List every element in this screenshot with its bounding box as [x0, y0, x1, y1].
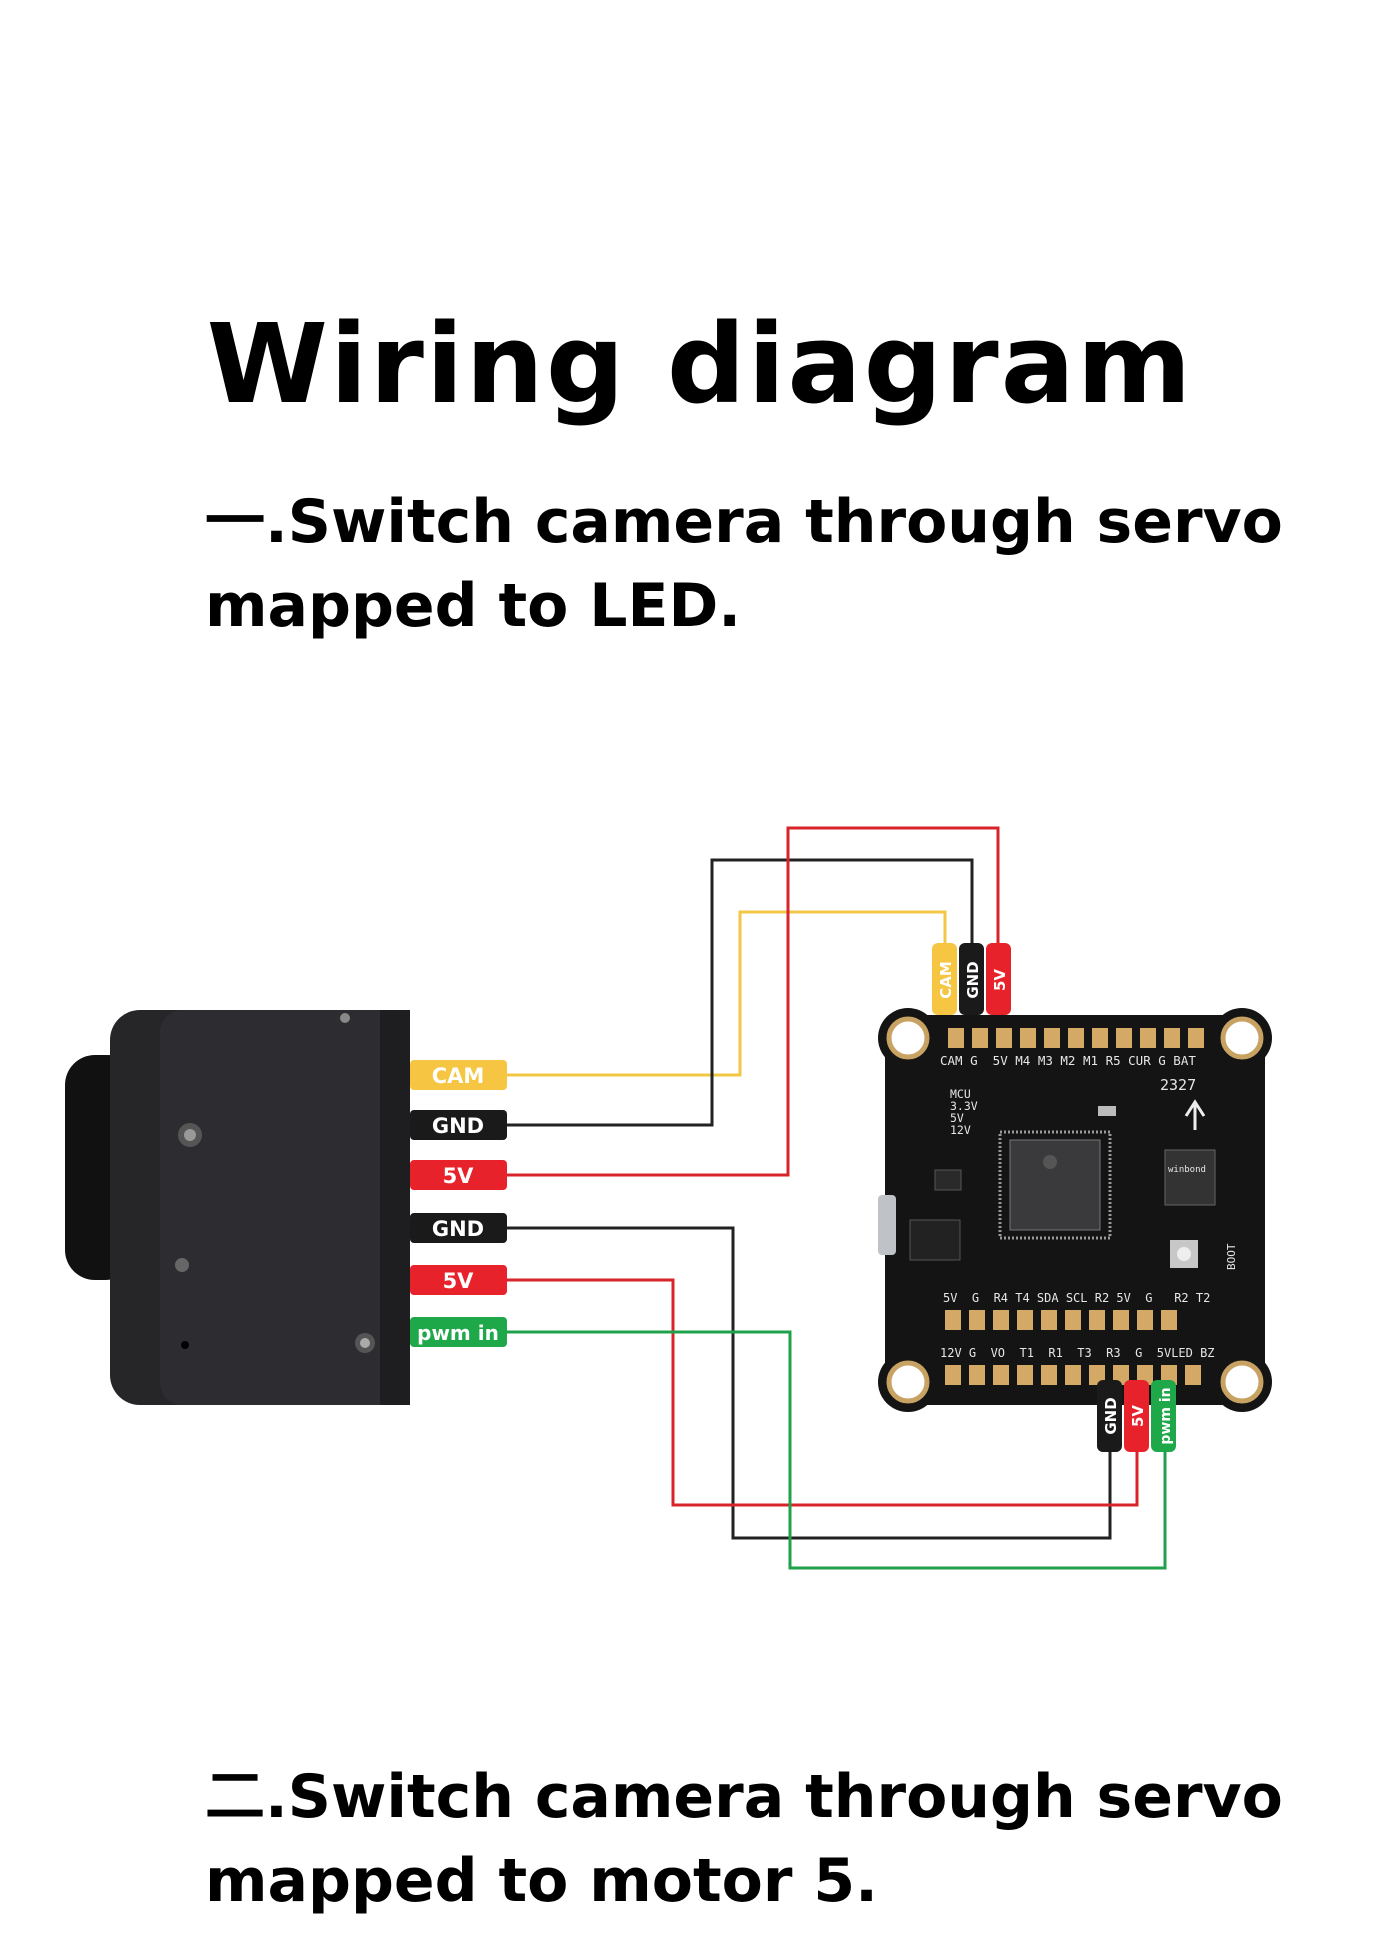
section-1-line-2: mapped to LED. — [205, 571, 742, 641]
mcu-label-4: 12V — [950, 1123, 971, 1137]
board-id: 2327 — [1160, 1076, 1196, 1094]
section-2-line-1: 二.Switch camera through servo — [205, 1762, 1283, 1832]
top-connector-cam: CAM — [937, 961, 955, 999]
wires-top — [505, 826, 1000, 1177]
top-pads-label: CAM G 5V M4 M3 M2 M1 R5 CUR G BAT — [940, 1053, 1196, 1068]
top-connector-gnd: GND — [964, 961, 982, 998]
section-2-line-2: mapped to motor 5. — [205, 1846, 878, 1916]
camera-pin-5v2-text: 5V — [443, 1269, 475, 1293]
mid-row-label: 5V G R4 T4 SDA SCL R2 5V G R2 T2 — [943, 1291, 1210, 1305]
bottom-pads-label: 12V G VO T1 R1 T3 R3 G 5VLED BZ — [940, 1346, 1215, 1360]
camera-pin-pwm-text: pwm in — [417, 1321, 499, 1345]
wire-5v2-red — [505, 1278, 1139, 1507]
flash-label: winbond — [1168, 1165, 1206, 1175]
bottom-connector-5v: 5V — [1129, 1405, 1147, 1427]
flight-controller-board: CAM G 5V M4 M3 M2 M1 R5 CUR G BAT MCU 3.… — [878, 1008, 1272, 1412]
bottom-connector-gnd: GND — [1102, 1397, 1120, 1434]
camera-pin-5v-text: 5V — [443, 1164, 475, 1188]
top-connector: CAM GND 5V — [932, 943, 1011, 1015]
camera-pin-pwm: pwm in — [410, 1317, 507, 1347]
top-connector-5v: 5V — [991, 969, 1009, 991]
orientation-arrow-icon — [1184, 1099, 1206, 1130]
bottom-connector-pwm: pwm in — [1158, 1387, 1174, 1444]
camera-pin-gnd2-text: GND — [432, 1217, 484, 1241]
camera-pin-gnd: GND — [410, 1110, 507, 1140]
wire-cam-yellow — [505, 910, 947, 1077]
top-pads — [948, 1028, 1204, 1048]
section-1-heading: 一.Switch camera through servo mapped to … — [205, 480, 1283, 648]
mcu-label-2: 3.3V — [950, 1099, 978, 1113]
camera-pin-gnd-text: GND — [432, 1114, 484, 1138]
flash-chip — [1164, 1149, 1216, 1206]
wire-5v-red — [505, 826, 1000, 1177]
mcu-label-1: MCU — [950, 1087, 971, 1101]
section-2-heading: 二.Switch camera through servo mapped to … — [205, 1755, 1283, 1923]
wire-gnd-black — [505, 858, 974, 1127]
mcu-chip — [1009, 1139, 1101, 1231]
mcu-label-3: 5V — [950, 1111, 964, 1125]
wire-gnd2-black — [505, 1226, 1112, 1540]
section-1-line-1: 一.Switch camera through servo — [205, 487, 1283, 557]
camera-pin-labels: CAM GND 5V GND 5V pwm in — [410, 1060, 507, 1347]
wire-pwm-green — [505, 1330, 1167, 1570]
bottom-pads — [945, 1310, 1201, 1385]
usb-port — [878, 1195, 896, 1255]
camera-pin-5v: 5V — [410, 1160, 507, 1190]
camera-pin-5v2: 5V — [410, 1265, 507, 1295]
wires-bottom — [505, 1226, 1167, 1570]
boot-label: BOOT — [1225, 1243, 1238, 1270]
camera-pin-gnd2: GND — [410, 1213, 507, 1243]
bottom-connector: GND 5V pwm in — [1097, 1380, 1176, 1452]
camera-pin-cam: CAM — [410, 1060, 507, 1090]
camera-pin-cam-text: CAM — [432, 1064, 485, 1088]
camera-module — [65, 1010, 410, 1405]
page-title: Wiring diagram — [206, 300, 1194, 428]
wiring-diagram: CAM GND 5V GND 5V pwm in CAM G 5V M4 M3 … — [65, 826, 1272, 1570]
